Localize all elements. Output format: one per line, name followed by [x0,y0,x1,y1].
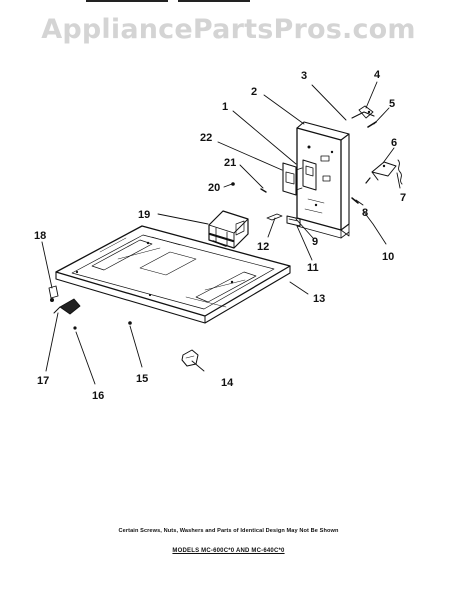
foot-peg [48,285,59,302]
callout-1: 1 [222,101,228,113]
callout-21: 21 [224,157,236,169]
callout-22: 22 [200,132,212,144]
corner-bracket [53,298,81,315]
callout-8: 8 [362,207,368,219]
latch-clip [365,161,397,184]
transformer-bracket [208,210,249,249]
terminal [266,213,283,221]
callout-12: 12 [257,241,269,253]
callout-17: 17 [37,375,49,387]
upper-bracket [351,105,375,119]
callout-labels: 1 2 3 4 5 6 7 8 9 10 11 12 13 14 15 16 1… [34,69,406,402]
screw-21 [260,188,267,193]
footnote: Certain Screws, Nuts, Washers and Parts … [118,528,339,534]
callout-20: 20 [208,182,220,194]
callout-16: 16 [92,390,104,402]
callout-9: 9 [312,236,318,248]
callout-6: 6 [391,137,397,149]
callout-2: 2 [251,86,257,98]
callout-5: 5 [389,98,395,110]
pin [351,197,359,204]
spring [397,159,403,185]
callout-18: 18 [34,230,46,242]
callout-11: 11 [307,262,319,274]
callout-14: 14 [221,377,234,389]
callout-4: 4 [374,69,381,81]
top-rule-left [86,0,168,2]
top-rule-right [178,0,250,2]
leader-lines [41,81,401,385]
callout-19: 19 [138,209,150,221]
screw-15 [128,321,132,325]
switch-bracket [282,162,303,196]
callout-15: 15 [136,373,148,385]
control-panel [296,121,350,239]
callout-3: 3 [301,70,307,82]
lower-bracket [286,215,301,227]
screw-20 [231,182,235,186]
watermark: AppliancePartsPros.com [41,14,416,45]
callout-10: 10 [382,251,394,263]
models-caption: MODELS MC-600C*0 AND MC-640C*0 [172,548,285,554]
callout-7: 7 [400,192,406,204]
screw-16 [73,326,77,330]
callout-13: 13 [313,293,325,305]
base-plate [55,225,291,324]
